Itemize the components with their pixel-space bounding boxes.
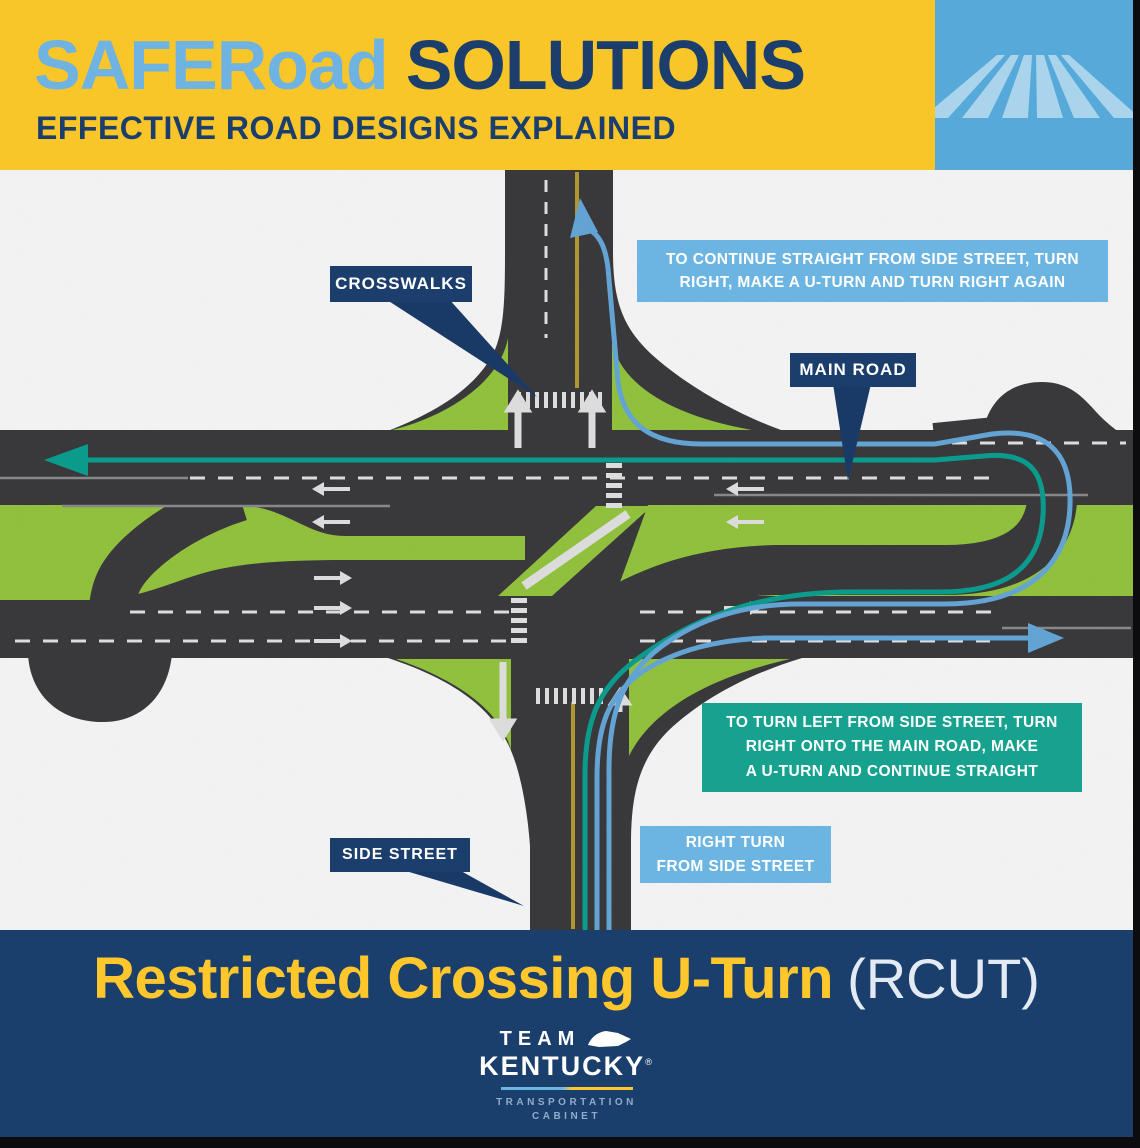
logo-kentucky-text: KENTUCKY® bbox=[479, 1051, 654, 1082]
page-title-solutions: SOLUTIONS bbox=[405, 26, 806, 104]
continue-straight-callout: TO CONTINUE STRAIGHT FROM SIDE STREET, T… bbox=[637, 240, 1108, 302]
kentucky-state-icon bbox=[588, 1031, 632, 1047]
design-title-main: Restricted Crossing U-Turn bbox=[93, 946, 834, 1011]
main-road-label-text: MAIN ROAD bbox=[799, 360, 907, 379]
turn-left-line2: RIGHT ONTO THE MAIN ROAD, MAKE bbox=[745, 738, 1039, 756]
continue-straight-line1: TO CONTINUE STRAIGHT FROM SIDE STREET, T… bbox=[665, 250, 1080, 268]
crosswalks-label: CROSSWALKS bbox=[330, 266, 472, 302]
team-kentucky-logo: TEAM KENTUCKY® TRANSPORTATION CABINET bbox=[0, 1028, 1133, 1123]
logo-divider bbox=[500, 1087, 633, 1090]
right-border-strip bbox=[1133, 0, 1140, 1148]
footer-banner: Restricted Crossing U-Turn (RCUT) TEAM K… bbox=[0, 930, 1133, 1137]
right-turn-line2: FROM SIDE STREET bbox=[656, 857, 815, 875]
header-banner: SAFERoad SOLUTIONS EFFECTIVE ROAD DESIGN… bbox=[0, 0, 1140, 170]
turn-left-callout: TO TURN LEFT FROM SIDE STREET, TURN RIGH… bbox=[702, 703, 1082, 792]
logo-team-text: TEAM bbox=[499, 1027, 581, 1050]
page-title: SAFERoad SOLUTIONS bbox=[34, 26, 806, 104]
page-title-saferoad: SAFERoad bbox=[34, 26, 389, 104]
logo-transportation: TRANSPORTATION bbox=[496, 1097, 637, 1108]
crosswalks-label-text: CROSSWALKS bbox=[335, 274, 467, 293]
design-title-acronym: (RCUT) bbox=[847, 947, 1040, 1010]
logo-cabinet-text: TRANSPORTATION CABINET bbox=[496, 1096, 637, 1123]
rcut-diagram-area bbox=[0, 170, 1133, 932]
right-turn-line1: RIGHT TURN bbox=[685, 834, 786, 852]
side-street-label: SIDE STREET bbox=[330, 838, 470, 872]
registered-mark-icon: ® bbox=[645, 1057, 654, 1067]
turn-left-line3: A U-TURN AND CONTINUE STRAIGHT bbox=[745, 762, 1039, 780]
rcut-diagram bbox=[0, 170, 1133, 932]
design-title: Restricted Crossing U-Turn (RCUT) bbox=[0, 950, 1133, 1008]
side-street-label-text: SIDE STREET bbox=[342, 846, 458, 863]
crosswalk-rays-graphic bbox=[922, 55, 1140, 118]
logo-kentucky-word: KENTUCKY bbox=[479, 1051, 646, 1081]
crosswalk-rays-icon bbox=[922, 0, 1140, 170]
logo-cabinet: CABINET bbox=[532, 1110, 601, 1122]
turn-left-line1: TO TURN LEFT FROM SIDE STREET, TURN bbox=[726, 714, 1058, 732]
right-turn-callout: RIGHT TURN FROM SIDE STREET bbox=[640, 826, 831, 883]
bottom-border-strip bbox=[0, 1137, 1140, 1148]
continue-straight-line2: RIGHT, MAKE A U-TURN AND TURN RIGHT AGAI… bbox=[679, 274, 1066, 291]
main-road-label: MAIN ROAD bbox=[790, 353, 916, 387]
page-subtitle: EFFECTIVE ROAD DESIGNS EXPLAINED bbox=[36, 110, 677, 146]
